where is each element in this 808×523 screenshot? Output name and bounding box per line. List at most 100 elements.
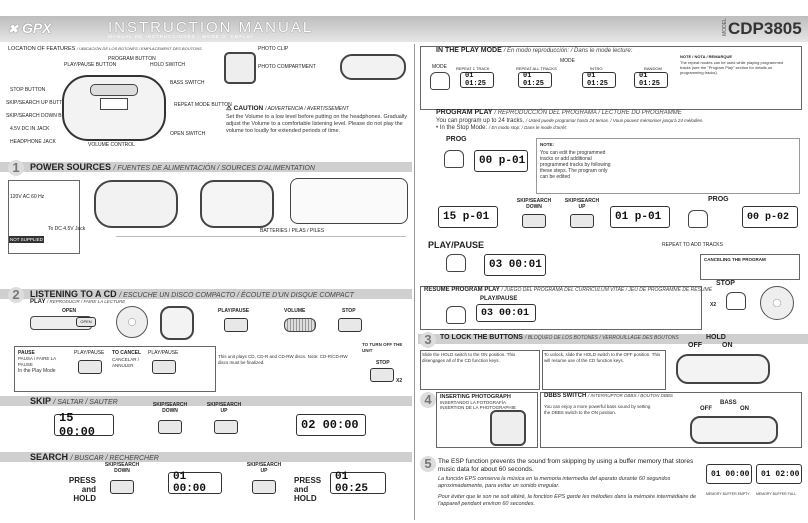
search-press-hold-2: PRESS and HOLD xyxy=(294,476,322,503)
stop-button-2[interactable] xyxy=(370,368,394,382)
section-number-4: 4 xyxy=(420,392,436,408)
label-skip-up: SKIP/SEARCH UP BUTTON xyxy=(6,100,70,106)
buffer-full-label: MEMORY BUFFER FULL xyxy=(756,492,797,496)
section-number-5: 5 xyxy=(420,456,436,472)
prog-button-1[interactable] xyxy=(444,150,464,168)
label-program: PROGRAM BUTTON xyxy=(108,56,156,62)
program-stop-label: STOP xyxy=(716,280,735,287)
power-battery-compartment xyxy=(290,178,408,224)
program-down-button[interactable] xyxy=(522,214,546,228)
repeat-all-label: REPEAT ALL TRACKS xyxy=(516,66,557,71)
resume-play-pause-label: PLAY/PAUSE xyxy=(480,296,518,302)
listening-title: LISTENING TO A CD / ESCUCHE UN DISCO COM… xyxy=(30,289,354,299)
prog-label-1: PROG xyxy=(446,136,467,143)
x2-label: X2 xyxy=(396,378,403,384)
program-title: PROGRAM PLAY / REPRODUCCIÓN DEL PROGRAMA… xyxy=(436,109,682,116)
hold-label: HOLD xyxy=(706,334,726,341)
pause-play-pause-button[interactable] xyxy=(78,360,102,374)
pause-play-pause-label: PLAY/PAUSE xyxy=(74,350,105,356)
resume-lcd: 03 00:01 xyxy=(476,304,536,322)
skip-title-bar xyxy=(0,396,412,406)
program-stop-button[interactable] xyxy=(726,292,746,310)
cd-format-note: This unit plays CD, CD-R and CD-RW discs… xyxy=(218,354,348,365)
bass-off-label: OFF xyxy=(700,406,712,412)
power-title-bar xyxy=(0,162,412,172)
esp-text-fr: Pour éviter que le son ne soit altéré, l… xyxy=(438,494,697,507)
search-press-hold-1: PRESS and HOLD xyxy=(68,476,96,503)
program-play-pause-button[interactable] xyxy=(446,254,466,272)
header-subtitle: MANUAL DE INSTRUCCIONES / MODE D' EMPLOI xyxy=(108,34,254,39)
header-bar xyxy=(0,16,808,42)
play-pause-button[interactable] xyxy=(224,318,248,332)
dc-jack-label: To DC 4.5V Jack xyxy=(48,226,86,232)
search-down-button[interactable] xyxy=(110,480,134,494)
play-mode-lcd-3: 01 01:25 xyxy=(582,72,616,88)
play-mode-title: IN THE PLAY MODE / En modo reproducción:… xyxy=(436,47,633,54)
power-battery-illustration xyxy=(200,180,274,228)
lock-text-1-box xyxy=(420,350,540,390)
play-subtitle: PLAY / REPRODUCIR / FAIRE LA LECTURE xyxy=(30,299,126,305)
section-number-2: 2 xyxy=(8,287,24,303)
cd-illustration xyxy=(116,306,148,338)
page-divider xyxy=(414,44,415,520)
prog-button-2[interactable] xyxy=(688,210,708,228)
label-volume: VOLUME CONTROL xyxy=(88,142,135,148)
stop-label: STOP xyxy=(342,308,356,314)
skip-up-button[interactable] xyxy=(214,420,238,434)
program-lcd-d: 00 p-02 xyxy=(742,206,798,228)
stop-label-2: STOP xyxy=(376,360,390,366)
cancel-play-pause-button[interactable] xyxy=(152,360,176,374)
batteries-label: BATTERIES / PILAS / PILES xyxy=(260,228,325,234)
lock-title: TO LOCK THE BUTTONS / BLOQUEO DE LOS BOT… xyxy=(440,334,679,341)
hold-switch[interactable] xyxy=(676,354,770,384)
program-lcd-a: 00 p-01 xyxy=(474,150,528,172)
search-lcd-2: 01 00:25 xyxy=(330,471,386,495)
skip-lcd-3: 02 00:00 xyxy=(296,414,366,436)
bass-switch[interactable] xyxy=(690,416,778,444)
search-up-button[interactable] xyxy=(252,480,276,494)
volume-dial[interactable] xyxy=(284,318,316,332)
mode-label-1: MODE xyxy=(432,64,447,70)
section-number-3: 3 xyxy=(420,332,436,348)
program-up-button[interactable] xyxy=(570,214,594,228)
search-title: SEARCH / BUSCAR / RECHERCHER xyxy=(30,452,159,462)
mode-button-1[interactable] xyxy=(430,72,450,90)
random-label: RANDOM xyxy=(644,66,662,71)
dbbs-text: You can enjoy a more powerful bass sound… xyxy=(544,404,651,415)
open-switch[interactable]: OPEN xyxy=(76,317,96,327)
label-hold: HOLD SWITCH xyxy=(150,62,185,68)
search-title-bar xyxy=(0,452,412,462)
caution-text: Set the Volume to a low level before put… xyxy=(226,114,408,134)
resume-play-pause-button[interactable] xyxy=(446,306,466,324)
skip-lcd-1: 15 00:00 xyxy=(54,411,114,439)
stop-button[interactable] xyxy=(338,318,362,332)
cancel-play-pause-label: PLAY/PAUSE xyxy=(148,350,179,356)
esp-lcd-2: 01 02:00 xyxy=(756,464,802,484)
pause-box xyxy=(14,346,216,392)
program-play-pause-label: PLAY/PAUSE xyxy=(428,240,485,250)
label-stop: STOP BUTTON xyxy=(10,87,46,93)
warning-icon: ⚠ xyxy=(226,105,232,112)
cancel-program-label: CANCELING THE PROGRAM xyxy=(704,257,766,262)
label-open: OPEN SWITCH xyxy=(170,131,206,137)
power-adapter-label: 120V AC 60 Hz xyxy=(10,194,45,200)
program-up-label: SKIP/SEARCH UP xyxy=(564,198,600,210)
model-prefix: MODEL xyxy=(721,18,728,36)
skip-down-button[interactable] xyxy=(158,420,182,434)
resume-title: RESUME PROGRAM PLAY / JUEGO DEL PROGRAMA… xyxy=(424,287,713,293)
volume-label: VOLUME xyxy=(284,308,306,314)
not-supplied-badge: NOT SUPPLIED xyxy=(9,236,44,243)
program-x2-label: X2 xyxy=(710,302,717,308)
program-lcd-b: 15 p-01 xyxy=(438,206,498,228)
cd-closed-illustration xyxy=(160,306,194,340)
buffer-empty-label: MEMORY BUFFER EMPTY xyxy=(706,492,750,496)
features-title: LOCATION OF FEATURES / UBICACIÓN DE LOS … xyxy=(8,46,202,52)
skip-down-label: SKIP/SEARCH DOWN xyxy=(152,402,188,414)
hold-on-label: ON xyxy=(722,342,733,349)
power-unit-illustration xyxy=(94,180,178,228)
hold-off-label: OFF xyxy=(688,342,702,349)
label-repeat-mode: REPEAT MODE BUTTON xyxy=(174,102,232,108)
section-number-1: 1 xyxy=(8,160,24,176)
lock-text-2-box xyxy=(542,350,666,390)
lock-title-bar xyxy=(418,334,808,344)
